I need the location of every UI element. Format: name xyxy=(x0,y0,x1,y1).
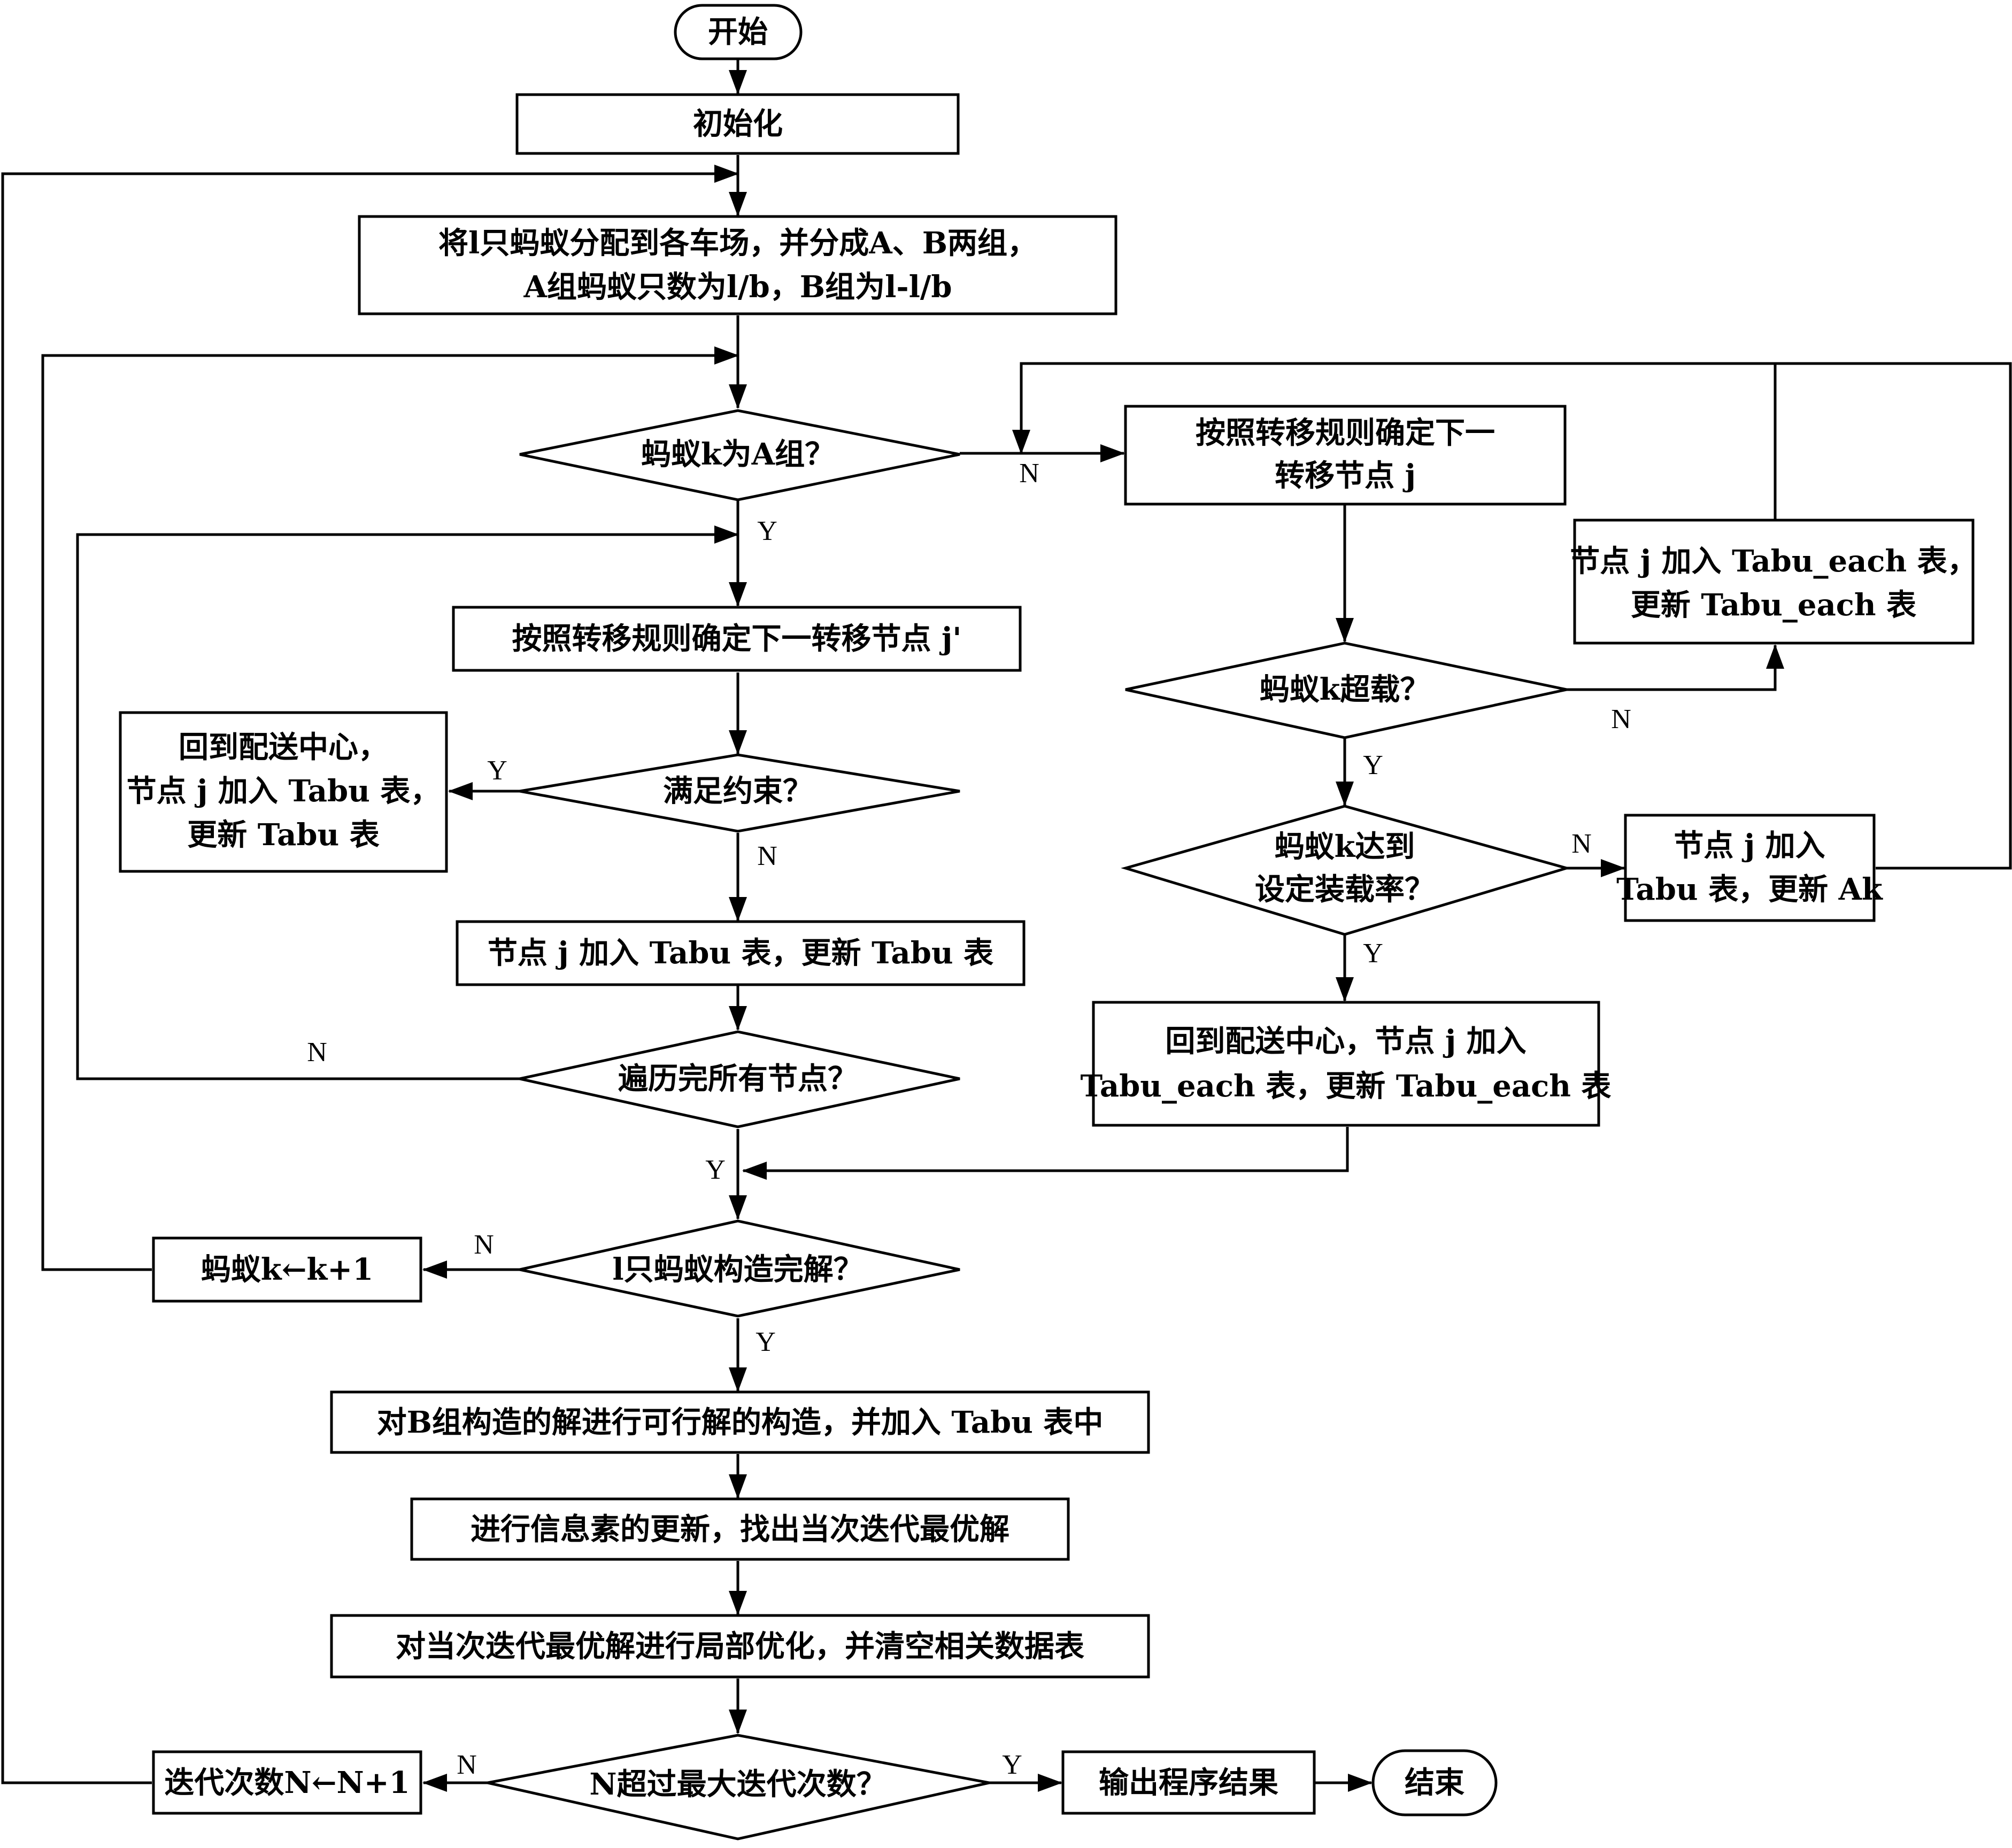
label-overload-no: N xyxy=(1611,704,1631,734)
max-iter-decision: N超过最大迭代次数？ xyxy=(487,1734,990,1841)
label-constraint-no: N xyxy=(757,841,777,871)
svg-text:对当次迭代最优解进行局部优化，并清空相关数据表: 对当次迭代最优解进行局部优化，并清空相关数据表 xyxy=(396,1629,1084,1664)
assign-ants-box: 将l只蚂蚁分配到各车场，并分成A、B两组， A组蚂蚁只数为l/b，B组为l-l/… xyxy=(358,215,1117,315)
svg-text:按照转移规则确定下一: 按照转移规则确定下一 xyxy=(1196,415,1495,451)
label-visited-no: N xyxy=(307,1037,327,1068)
start-terminal: 开始 xyxy=(674,4,803,60)
init-box: 初始化 xyxy=(515,93,960,155)
b-next-node-box: 按照转移规则确定下一 转移节点 j xyxy=(1124,405,1567,506)
svg-text:蚂蚁k超载？: 蚂蚁k超载？ xyxy=(1260,672,1430,707)
end-terminal: 结束 xyxy=(1371,1749,1498,1816)
svg-text:l只蚂蚁构造完解？: l只蚂蚁构造完解？ xyxy=(612,1252,863,1287)
svg-text:初始化: 初始化 xyxy=(693,106,783,142)
local-optimize-box: 对当次迭代最优解进行局部优化，并清空相关数据表 xyxy=(330,1614,1150,1679)
label-constraint-yes: Y xyxy=(487,755,507,786)
svg-text:设定装载率？: 设定装载率？ xyxy=(1255,872,1435,907)
svg-text:开始: 开始 xyxy=(708,14,768,50)
svg-text:更新 Tabu_each 表: 更新 Tabu_each 表 xyxy=(1631,587,1916,623)
output-box: 输出程序结果 xyxy=(1061,1750,1316,1815)
label-rate-no: N xyxy=(1571,829,1592,859)
label-group-a-yes: Y xyxy=(757,516,777,546)
ant-increment-box: 蚂蚁k←k+1 xyxy=(152,1236,422,1303)
a-constraint-decision: 满足约束？ xyxy=(519,753,960,833)
svg-text:节点 j 加入 Tabu 表，: 节点 j 加入 Tabu 表， xyxy=(127,774,441,809)
svg-text:进行信息素的更新，找出当次迭代最优解: 进行信息素的更新，找出当次迭代最优解 xyxy=(471,1512,1009,1547)
a-return-center-box: 回到配送中心， 节点 j 加入 Tabu 表， 更新 Tabu 表 xyxy=(119,711,448,873)
a-next-node-box: 按照转移规则确定下一转移节点 j' xyxy=(452,606,1022,672)
connectors xyxy=(1,60,2012,1792)
svg-text:节点 j 加入 Tabu 表，更新 Tabu 表: 节点 j 加入 Tabu 表，更新 Tabu 表 xyxy=(488,935,993,971)
svg-text:迭代次数N←N+1: 迭代次数N←N+1 xyxy=(164,1765,410,1800)
svg-text:Tabu_each 表，更新 Tabu_each 表: Tabu_each 表，更新 Tabu_each 表 xyxy=(1081,1069,1612,1104)
iter-increment-box: 迭代次数N←N+1 xyxy=(152,1750,422,1815)
b-overload-decision: 蚂蚁k超载？ xyxy=(1125,641,1567,739)
svg-text:蚂蚁k达到: 蚂蚁k达到 xyxy=(1275,829,1415,864)
pheromone-update-box: 进行信息素的更新，找出当次迭代最优解 xyxy=(410,1497,1070,1561)
svg-text:对B组构造的解进行可行解的构造，并加入 Tabu 表中: 对B组构造的解进行可行解的构造，并加入 Tabu 表中 xyxy=(377,1405,1104,1440)
label-group-a-no: N xyxy=(1019,458,1039,489)
svg-text:N超过最大迭代次数？: N超过最大迭代次数？ xyxy=(589,1767,886,1802)
svg-text:输出程序结果: 输出程序结果 xyxy=(1099,1765,1278,1800)
b-add-ak-box: 节点 j 加入 Tabu 表，更新 Ak xyxy=(1616,814,1883,922)
svg-text:转移节点 j: 转移节点 j xyxy=(1275,458,1416,493)
label-iter-no: N xyxy=(457,1750,477,1780)
b-return-center-box: 回到配送中心，节点 j 加入 Tabu_each 表，更新 Tabu_each … xyxy=(1081,1001,1612,1127)
svg-text:Tabu 表，更新 Ak: Tabu 表，更新 Ak xyxy=(1616,872,1883,907)
b-tabu-each-box: 节点 j 加入 Tabu_each 表， 更新 Tabu_each 表 xyxy=(1570,519,1977,645)
branch-labels: N Y Y N N Y N Y N Y N Y N Y xyxy=(307,458,1631,1780)
a-all-visited-decision: 遍历完所有节点？ xyxy=(519,1030,960,1128)
svg-text:将l只蚂蚁分配到各车场，并分成A、B两组，: 将l只蚂蚁分配到各车场，并分成A、B两组， xyxy=(438,226,1037,261)
svg-text:节点 j 加入: 节点 j 加入 xyxy=(1674,828,1825,863)
label-built-yes: Y xyxy=(756,1327,776,1357)
is-group-a-decision: 蚂蚁k为A组？ xyxy=(519,409,960,501)
svg-text:满足约束？: 满足约束？ xyxy=(663,774,813,809)
a-add-tabu-box: 节点 j 加入 Tabu 表，更新 Tabu 表 xyxy=(456,920,1026,986)
label-built-no: N xyxy=(474,1230,494,1260)
svg-text:更新 Tabu 表: 更新 Tabu 表 xyxy=(187,817,379,853)
label-visited-yes: Y xyxy=(705,1155,726,1185)
svg-text:A组蚂蚁只数为l/b，B组为l-l/b: A组蚂蚁只数为l/b，B组为l-l/b xyxy=(523,269,952,305)
svg-text:结束: 结束 xyxy=(1405,1765,1464,1800)
svg-text:节点 j 加入 Tabu_each 表，: 节点 j 加入 Tabu_each 表， xyxy=(1570,544,1977,579)
svg-text:回到配送中心，节点 j 加入: 回到配送中心，节点 j 加入 xyxy=(1165,1024,1526,1059)
svg-text:回到配送中心，: 回到配送中心， xyxy=(179,730,388,765)
label-overload-yes: Y xyxy=(1363,750,1383,780)
svg-text:遍历完所有节点？: 遍历完所有节点？ xyxy=(618,1061,858,1096)
all-built-decision: l只蚂蚁构造完解？ xyxy=(519,1219,960,1318)
label-rate-yes: Y xyxy=(1363,938,1383,969)
b-load-rate-decision: 蚂蚁k达到 设定装载率？ xyxy=(1121,805,1572,936)
svg-text:按照转移规则确定下一转移节点 j': 按照转移规则确定下一转移节点 j' xyxy=(512,621,962,656)
b-feasible-box: 对B组构造的解进行可行解的构造，并加入 Tabu 表中 xyxy=(330,1390,1150,1454)
svg-text:蚂蚁k为A组？: 蚂蚁k为A组？ xyxy=(641,437,835,472)
svg-text:蚂蚁k←k+1: 蚂蚁k←k+1 xyxy=(201,1252,373,1287)
label-iter-yes: Y xyxy=(1002,1750,1022,1780)
